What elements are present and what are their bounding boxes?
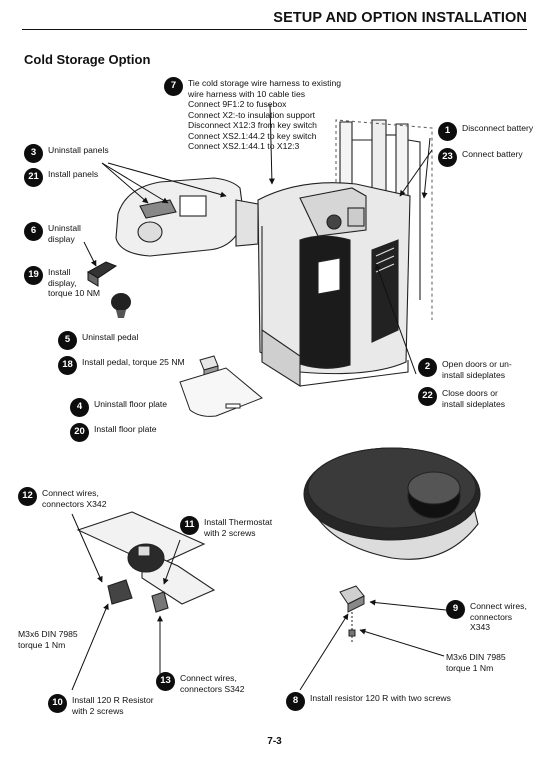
callout-7: 7 Tie cold storage wire harness to exist… bbox=[164, 77, 341, 152]
display-illustration bbox=[87, 261, 118, 287]
callout-9-line: X343 bbox=[470, 622, 491, 632]
callout-20-text: Install floor plate bbox=[94, 424, 157, 434]
callout-12: 12 Connect wires, connectors X342 bbox=[18, 487, 107, 509]
callout-13-line: connectors S342 bbox=[180, 683, 245, 694]
knob-illustration bbox=[111, 293, 131, 318]
callout-6-line: Uninstall bbox=[48, 223, 81, 233]
step-badge-7: 7 bbox=[164, 77, 183, 96]
callout-21: 21 Install panels bbox=[24, 168, 98, 187]
callout-5-text: Uninstall pedal bbox=[82, 332, 139, 342]
step-badge-8: 8 bbox=[286, 692, 305, 711]
note-screw-left-line: torque 1 Nm bbox=[18, 639, 66, 650]
step-badge-2: 2 bbox=[418, 358, 437, 377]
step-badge-18: 18 bbox=[58, 356, 77, 375]
callout-7-line: Connect XS2.1:44.2 to key switch bbox=[188, 130, 317, 141]
callout-2: 2 Open doors or un- install sideplates bbox=[418, 358, 512, 380]
step-badge-4: 4 bbox=[70, 398, 89, 417]
heater-disc-illustration bbox=[303, 447, 481, 560]
callout-19-line: torque 10 NM bbox=[48, 288, 101, 298]
step-badge-3: 3 bbox=[24, 144, 43, 163]
step-badge-20: 20 bbox=[70, 423, 89, 442]
callout-13-line: Connect wires, bbox=[180, 673, 237, 683]
callout-10-line: with 2 screws bbox=[72, 705, 124, 716]
step-badge-10: 10 bbox=[48, 694, 67, 713]
callout-7-line: Connect 9F1:2 to fusebox bbox=[188, 99, 287, 109]
callout-22-line: install sideplates bbox=[442, 398, 506, 409]
step-badge-22: 22 bbox=[418, 387, 437, 406]
step-badge-19: 19 bbox=[24, 266, 43, 285]
callout-7-text: Tie cold storage wire harness to existin… bbox=[188, 77, 341, 152]
callout-3-text: Uninstall panels bbox=[48, 145, 109, 155]
callout-22: 22 Close doors or install sideplates bbox=[418, 387, 505, 409]
callout-7-line: Connect X2:-to insulation support bbox=[188, 109, 316, 120]
callout-11-line: Install Thermostat bbox=[204, 517, 273, 527]
callout-11-line: with 2 screws bbox=[204, 527, 256, 538]
callout-19-line: Install bbox=[48, 267, 71, 277]
callout-12-line: Connect wires, bbox=[42, 488, 99, 498]
note-screw-right-line: M3x6 DIN 7985 bbox=[446, 652, 506, 662]
callout-7-line: Tie cold storage wire harness to existin… bbox=[188, 78, 342, 88]
step-badge-12: 12 bbox=[18, 487, 37, 506]
callout-2-line: install sideplates bbox=[442, 369, 506, 380]
callout-7-line: wire harness with 10 cable ties bbox=[188, 88, 306, 99]
callout-23: 23 Connect battery bbox=[438, 148, 523, 167]
truck-illustration bbox=[257, 119, 433, 387]
callout-9: 9 Connect wires, connectors X343 bbox=[446, 600, 527, 633]
callout-7-line: Disconnect X12:3 from key switch bbox=[188, 120, 317, 130]
callout-4-text: Uninstall floor plate bbox=[94, 399, 168, 409]
callout-10: 10 Install 120 R Resistor with 2 screws bbox=[48, 694, 154, 716]
callout-11: 11 Install Thermostat with 2 screws bbox=[180, 516, 272, 538]
step-badge-5: 5 bbox=[58, 331, 77, 350]
callout-3: 3 Uninstall panels bbox=[24, 144, 109, 163]
header-rule bbox=[22, 29, 527, 30]
note-screw-left: M3x6 DIN 7985 torque 1 Nm bbox=[18, 628, 78, 650]
callout-18: 18 Install pedal, torque 25 NM bbox=[58, 356, 185, 375]
callout-18-text: Install pedal, torque 25 NM bbox=[82, 357, 185, 367]
callout-13: 13 Connect wires, connectors S342 bbox=[156, 672, 245, 694]
thermostat-assembly-illustration bbox=[76, 511, 216, 613]
step-badge-11: 11 bbox=[180, 516, 199, 535]
note-screw-right-line: torque 1 Nm bbox=[446, 662, 494, 673]
floor-plate-illustration bbox=[179, 367, 263, 417]
note-screw-right: M3x6 DIN 7985 torque 1 Nm bbox=[446, 651, 506, 673]
callout-8-text: Install resistor 120 R with two screws bbox=[310, 693, 451, 703]
callout-1-text: Disconnect battery bbox=[462, 123, 534, 133]
resistor-illustration bbox=[339, 585, 365, 642]
callout-8: 8 Install resistor 120 R with two screws bbox=[286, 692, 451, 711]
step-badge-6: 6 bbox=[24, 222, 43, 241]
step-badge-21: 21 bbox=[24, 168, 43, 187]
callout-19: 19 Install display, torque 10 NM bbox=[24, 266, 100, 299]
callout-4: 4 Uninstall floor plate bbox=[70, 398, 167, 417]
callout-1: 1 Disconnect battery bbox=[438, 122, 533, 141]
callout-2-line: Open doors or un- bbox=[442, 359, 512, 369]
callout-6: 6 Uninstall display bbox=[24, 222, 81, 244]
note-screw-left-line: M3x6 DIN 7985 bbox=[18, 629, 78, 639]
callout-19-line: display, bbox=[48, 277, 77, 288]
step-badge-13: 13 bbox=[156, 672, 175, 691]
page-header-title: SETUP AND OPTION INSTALLATION bbox=[273, 10, 527, 26]
step-badge-23: 23 bbox=[438, 148, 457, 167]
step-badge-9: 9 bbox=[446, 600, 465, 619]
page-number: 7-3 bbox=[267, 736, 282, 747]
step-badge-1: 1 bbox=[438, 122, 457, 141]
section-title: Cold Storage Option bbox=[24, 52, 151, 67]
callout-10-line: Install 120 R Resistor bbox=[72, 695, 154, 705]
callout-7-line: Connect XS2.1:44.1 to X12:3 bbox=[188, 141, 300, 151]
panels-illustration bbox=[115, 177, 259, 257]
callout-21-text: Install panels bbox=[48, 169, 99, 179]
callout-9-line: connectors bbox=[470, 611, 513, 622]
callout-9-line: Connect wires, bbox=[470, 601, 527, 611]
callout-6-line: display bbox=[48, 233, 75, 244]
callout-12-line: connectors X342 bbox=[42, 498, 107, 509]
callout-22-line: Close doors or bbox=[442, 388, 498, 398]
callout-5: 5 Uninstall pedal bbox=[58, 331, 138, 350]
callout-23-text: Connect battery bbox=[462, 149, 523, 159]
callout-20: 20 Install floor plate bbox=[70, 423, 157, 442]
